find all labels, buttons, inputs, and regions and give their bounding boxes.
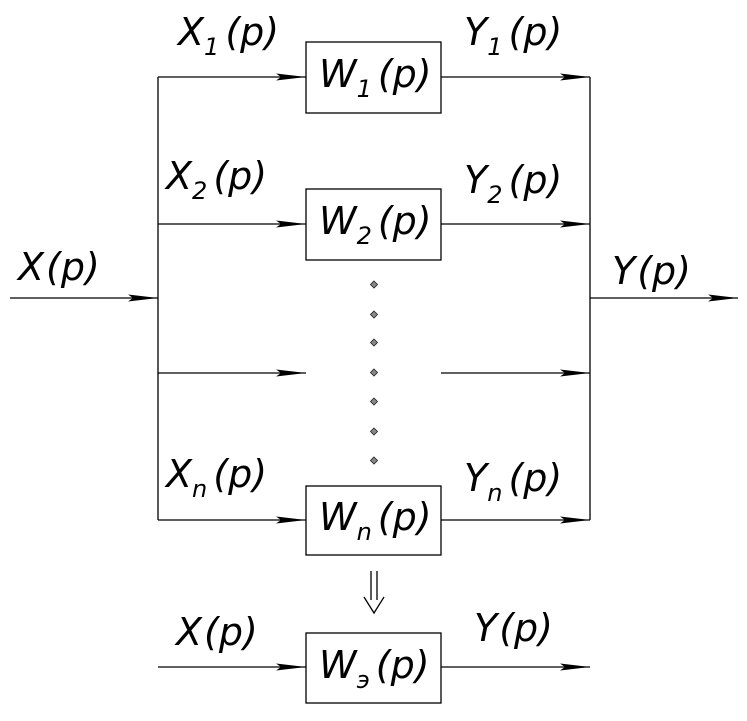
ellipsis-dot — [369, 338, 379, 347]
ellipsis-dot — [369, 456, 379, 465]
block-w-equivalent-label: Wэ(p) — [319, 643, 430, 694]
ellipsis-dot — [369, 368, 379, 377]
block-w1-label: W1(p) — [319, 52, 432, 103]
input-label: X(p) — [16, 245, 100, 289]
branch-1-output-label: Y1(p) — [464, 10, 562, 61]
block-wn-label: Wn(p) — [319, 495, 432, 546]
ellipsis-dot — [369, 280, 379, 289]
branch-2-output-label: Y2(p) — [464, 158, 562, 209]
branch-n-input-label: Xn(p) — [164, 452, 267, 503]
branch-1-input-label: X1(p) — [176, 10, 279, 61]
block-w2-label: W2(p) — [319, 199, 432, 250]
ellipsis-dot — [369, 427, 379, 436]
block-w-equivalent — [305, 632, 442, 704]
ellipsis-dots — [369, 280, 379, 465]
equivalent-input-label: X(p) — [174, 610, 258, 654]
equivalence-arrow — [363, 571, 385, 615]
ellipsis-dot — [369, 310, 379, 319]
branch-2-input-label: X2(p) — [164, 154, 267, 205]
output-label: Y(p) — [612, 249, 691, 293]
branch-n-output-label: Yn(p) — [464, 456, 562, 507]
equivalent-output-label: Y(p) — [474, 606, 553, 650]
ellipsis-dot — [369, 397, 379, 406]
